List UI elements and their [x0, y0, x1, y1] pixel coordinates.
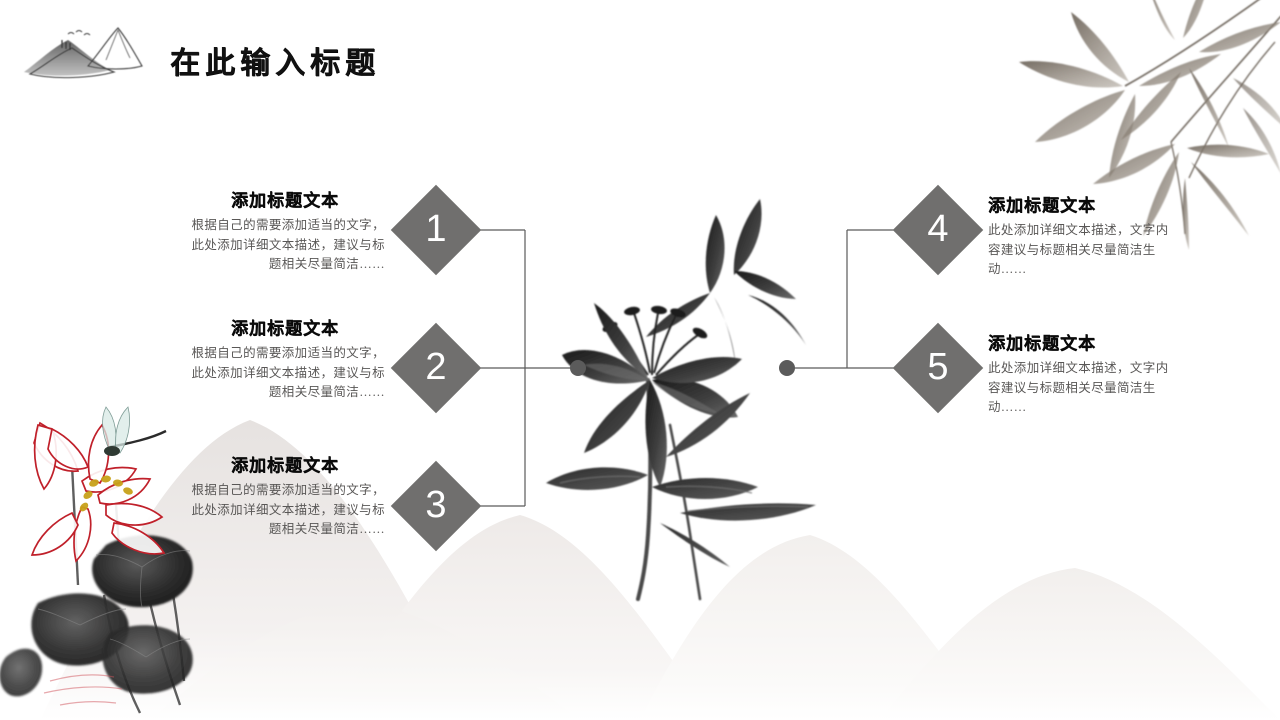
- diamond-marker-5[interactable]: 5: [892, 322, 984, 414]
- content-block-3[interactable]: 添加标题文本 根据自己的需要添加适当的文字，此处添加详细文本描述，建议与标题相关…: [185, 455, 385, 539]
- diamond-number-4: 4: [927, 207, 949, 250]
- connector-node-right: [779, 360, 795, 376]
- diamond-marker-2[interactable]: 2: [390, 322, 482, 414]
- connector-node-left: [570, 360, 586, 376]
- content-block-3-body: 根据自己的需要添加适当的文字，此处添加详细文本描述，建议与标题相关尽量简洁……: [191, 483, 385, 536]
- content-block-2[interactable]: 添加标题文本 根据自己的需要添加适当的文字，此处添加详细文本描述，建议与标题相关…: [185, 318, 385, 402]
- diamond-marker-4[interactable]: 4: [892, 184, 984, 276]
- content-block-4-heading: 添加标题文本: [988, 196, 1096, 215]
- content-block-4[interactable]: 添加标题文本 此处添加详细文本描述，文字内容建议与标题相关尽量简洁生动……: [988, 195, 1178, 279]
- page-title: 在此输入标题: [170, 47, 380, 80]
- content-block-5[interactable]: 添加标题文本 此处添加详细文本描述，文字内容建议与标题相关尽量简洁生动……: [988, 333, 1178, 417]
- content-block-5-body: 此处添加详细文本描述，文字内容建议与标题相关尽量简洁生动……: [988, 361, 1169, 414]
- content-block-2-body: 根据自己的需要添加适当的文字，此处添加详细文本描述，建议与标题相关尽量简洁……: [191, 346, 385, 399]
- diamond-marker-3[interactable]: 3: [390, 460, 482, 552]
- content-block-1[interactable]: 添加标题文本 根据自己的需要添加适当的文字，此处添加详细文本描述，建议与标题相关…: [185, 190, 385, 274]
- content-block-2-heading: 添加标题文本: [231, 319, 339, 338]
- content-block-1-body: 根据自己的需要添加适当的文字，此处添加详细文本描述，建议与标题相关尽量简洁……: [191, 218, 385, 271]
- diamond-marker-1[interactable]: 1: [390, 184, 482, 276]
- content-block-4-body: 此处添加详细文本描述，文字内容建议与标题相关尽量简洁生动……: [988, 223, 1169, 276]
- diamond-number-3: 3: [425, 483, 447, 526]
- diamond-number-5: 5: [927, 345, 949, 388]
- content-block-3-heading: 添加标题文本: [231, 456, 339, 475]
- diamond-number-1: 1: [425, 207, 447, 250]
- content-block-5-heading: 添加标题文本: [988, 334, 1096, 353]
- content-block-1-heading: 添加标题文本: [231, 191, 339, 210]
- diamond-number-2: 2: [425, 345, 447, 388]
